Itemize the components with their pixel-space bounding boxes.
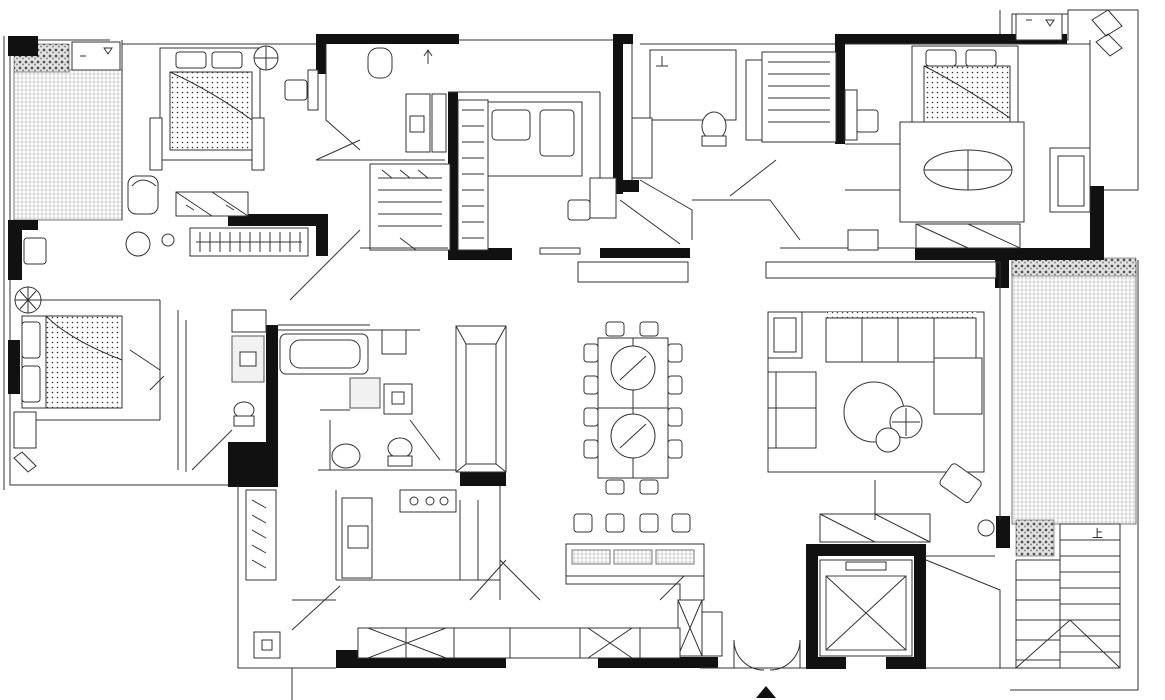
- sofa-main: [825, 317, 977, 363]
- elevator-cross-icon: [819, 559, 913, 657]
- terrace-right: [1011, 257, 1137, 557]
- bar-stools: [573, 513, 691, 533]
- bedroom-top-right: [765, 13, 1091, 279]
- console-hall: [577, 261, 689, 283]
- elevator: [819, 559, 913, 657]
- shower: [649, 49, 737, 121]
- lounge-chair: [127, 175, 159, 215]
- sofa-side: [767, 371, 817, 449]
- closet-right-center: [455, 325, 507, 473]
- side-cabinet: [847, 229, 879, 251]
- closet-top: [369, 163, 451, 251]
- kitchen-sink: [347, 525, 369, 549]
- chair-desk: [284, 79, 308, 101]
- staircase: 上: [1015, 523, 1121, 669]
- stair-up-label: 上: [1092, 527, 1103, 540]
- door-swings: [289, 139, 801, 671]
- chair-left: [23, 237, 47, 265]
- entry-arrow-icon: [756, 686, 776, 698]
- toilet-center: [387, 437, 413, 459]
- toilet-top: [367, 47, 393, 79]
- dining-chairs: [583, 321, 683, 495]
- cabinet-top-right: [1015, 13, 1063, 41]
- lounge-chair-living: [939, 463, 982, 504]
- study-top-center: [367, 47, 689, 283]
- kitchen: [341, 489, 723, 657]
- desk-top-center: [589, 177, 617, 219]
- bedroom-top-left: [71, 41, 319, 257]
- wardrobe-top-center: [457, 99, 489, 251]
- cabinet-top-left: [71, 41, 121, 71]
- bathroom-center: [279, 329, 441, 470]
- tv-cabinet-master: [915, 223, 1021, 249]
- tv-cabinet-top-left: [175, 191, 249, 217]
- counter-bottom: [357, 627, 681, 659]
- bedroom-left: [13, 237, 165, 473]
- walk-in-closet: [761, 51, 837, 143]
- bathroom-left: [191, 309, 281, 659]
- living-room: [767, 311, 995, 543]
- bidet: [331, 443, 361, 469]
- dining-area: [583, 321, 683, 495]
- bathroom-top-right: [631, 49, 837, 179]
- chair-master: [855, 109, 879, 133]
- terrace-left: [13, 43, 123, 221]
- stair-treads: [1015, 539, 1121, 669]
